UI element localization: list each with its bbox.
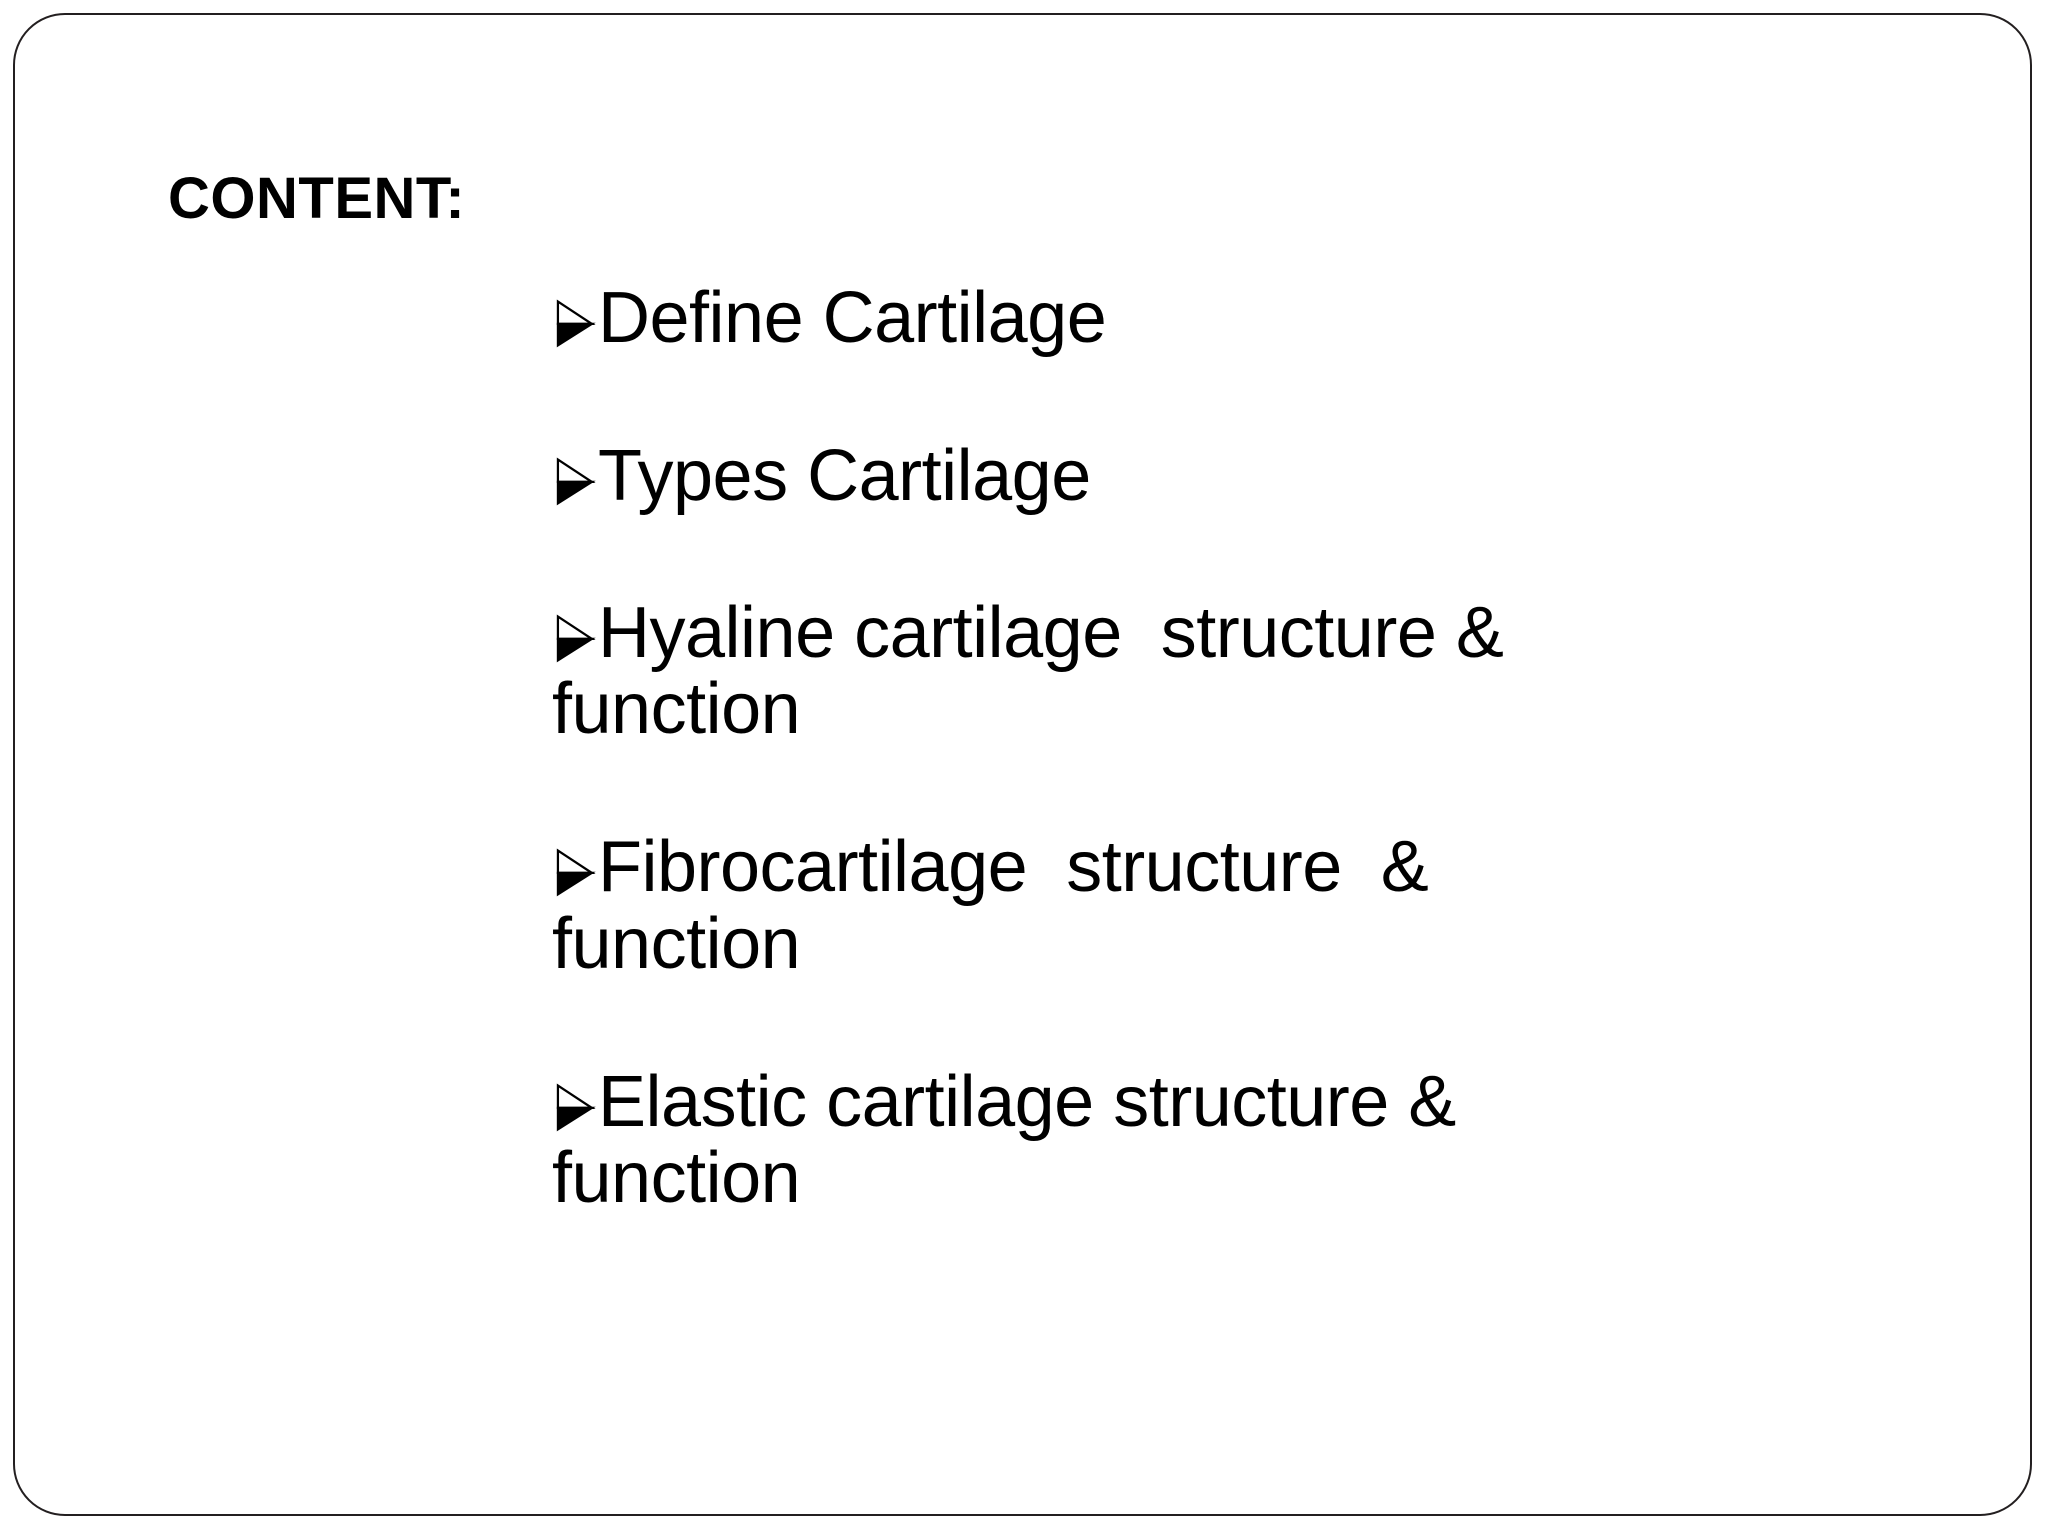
bullet-line: Elastic cartilage structure & (552, 1064, 1652, 1140)
bullet-line-wrap: function (552, 668, 801, 749)
list-item-hyaline-cartilage: Hyaline cartilage structure & function (552, 592, 1652, 749)
spacer (552, 356, 1652, 438)
list-item-label: Types Cartilage (598, 436, 1091, 517)
list-item-types-cartilage: Types Cartilage (552, 438, 1652, 514)
arrowhead-bullet-icon (552, 298, 596, 348)
list-item-label: Define Cartilage (598, 278, 1107, 358)
content-bullet-list: Define Cartilage Types Cartilage Hyaline… (552, 280, 1652, 1217)
list-item-label: Elastic cartilage structure & (598, 1061, 1456, 1142)
bullet-line: Define Cartilage (552, 280, 1652, 356)
bullet-line-wrap: function (552, 1138, 801, 1219)
list-item-define-cartilage: Define Cartilage (552, 280, 1652, 356)
page-title: CONTENT: (168, 166, 466, 231)
arrowhead-bullet-icon (552, 613, 596, 663)
spacer (552, 982, 1652, 1064)
arrowhead-bullet-icon (552, 456, 596, 506)
bullet-line: Hyaline cartilage structure & (552, 592, 1652, 673)
bullet-line: Types Cartilage (552, 438, 1652, 514)
bullet-line-wrap: function (552, 903, 801, 984)
bullet-line: Fibrocartilage structure & (552, 829, 1652, 905)
list-item-fibrocartilage: Fibrocartilage structure & function (552, 829, 1652, 982)
arrowhead-bullet-icon (552, 847, 596, 897)
list-item-label: Fibrocartilage structure & (598, 827, 1429, 908)
spacer (552, 515, 1652, 595)
list-item-elastic-cartilage: Elastic cartilage structure & function (552, 1064, 1652, 1217)
list-item-label: Hyaline cartilage structure & (598, 592, 1504, 673)
arrowhead-bullet-icon (552, 1082, 596, 1132)
spacer (552, 747, 1652, 829)
